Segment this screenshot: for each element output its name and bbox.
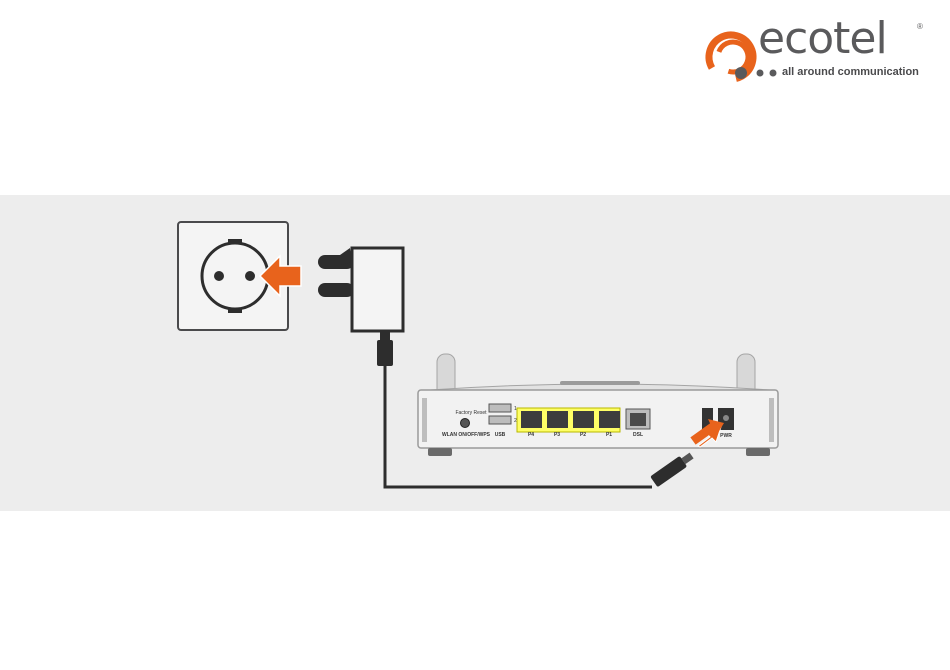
port-p3-label: P3 [554, 432, 560, 438]
wlan-button-label: WLAN ON/OFF/WPS [442, 432, 491, 438]
router-power-diagram: Factory Reset WLAN ON/OFF/WPS 1 2 USB P4… [0, 195, 950, 511]
usb-1-label: 1 [514, 406, 517, 412]
brand-tagline: all around communication [782, 66, 919, 78]
usb-2-label: 2 [514, 418, 517, 424]
pwr-label: PWR [720, 433, 732, 439]
dsl-label: DSL [633, 432, 643, 438]
port-p4-label: P4 [528, 432, 534, 438]
port-p2-label: P2 [580, 432, 586, 438]
port-p1-label: P1 [606, 432, 612, 438]
dc-plug-icon [650, 450, 695, 487]
power-adapter-icon [318, 248, 403, 366]
factory-reset-label: Factory Reset [455, 410, 487, 416]
router-icon: Factory Reset WLAN ON/OFF/WPS 1 2 USB P4… [418, 354, 778, 456]
usb-label: USB [495, 432, 506, 438]
brand-name: ecotel [758, 17, 887, 61]
registered-mark: ® [917, 22, 923, 31]
